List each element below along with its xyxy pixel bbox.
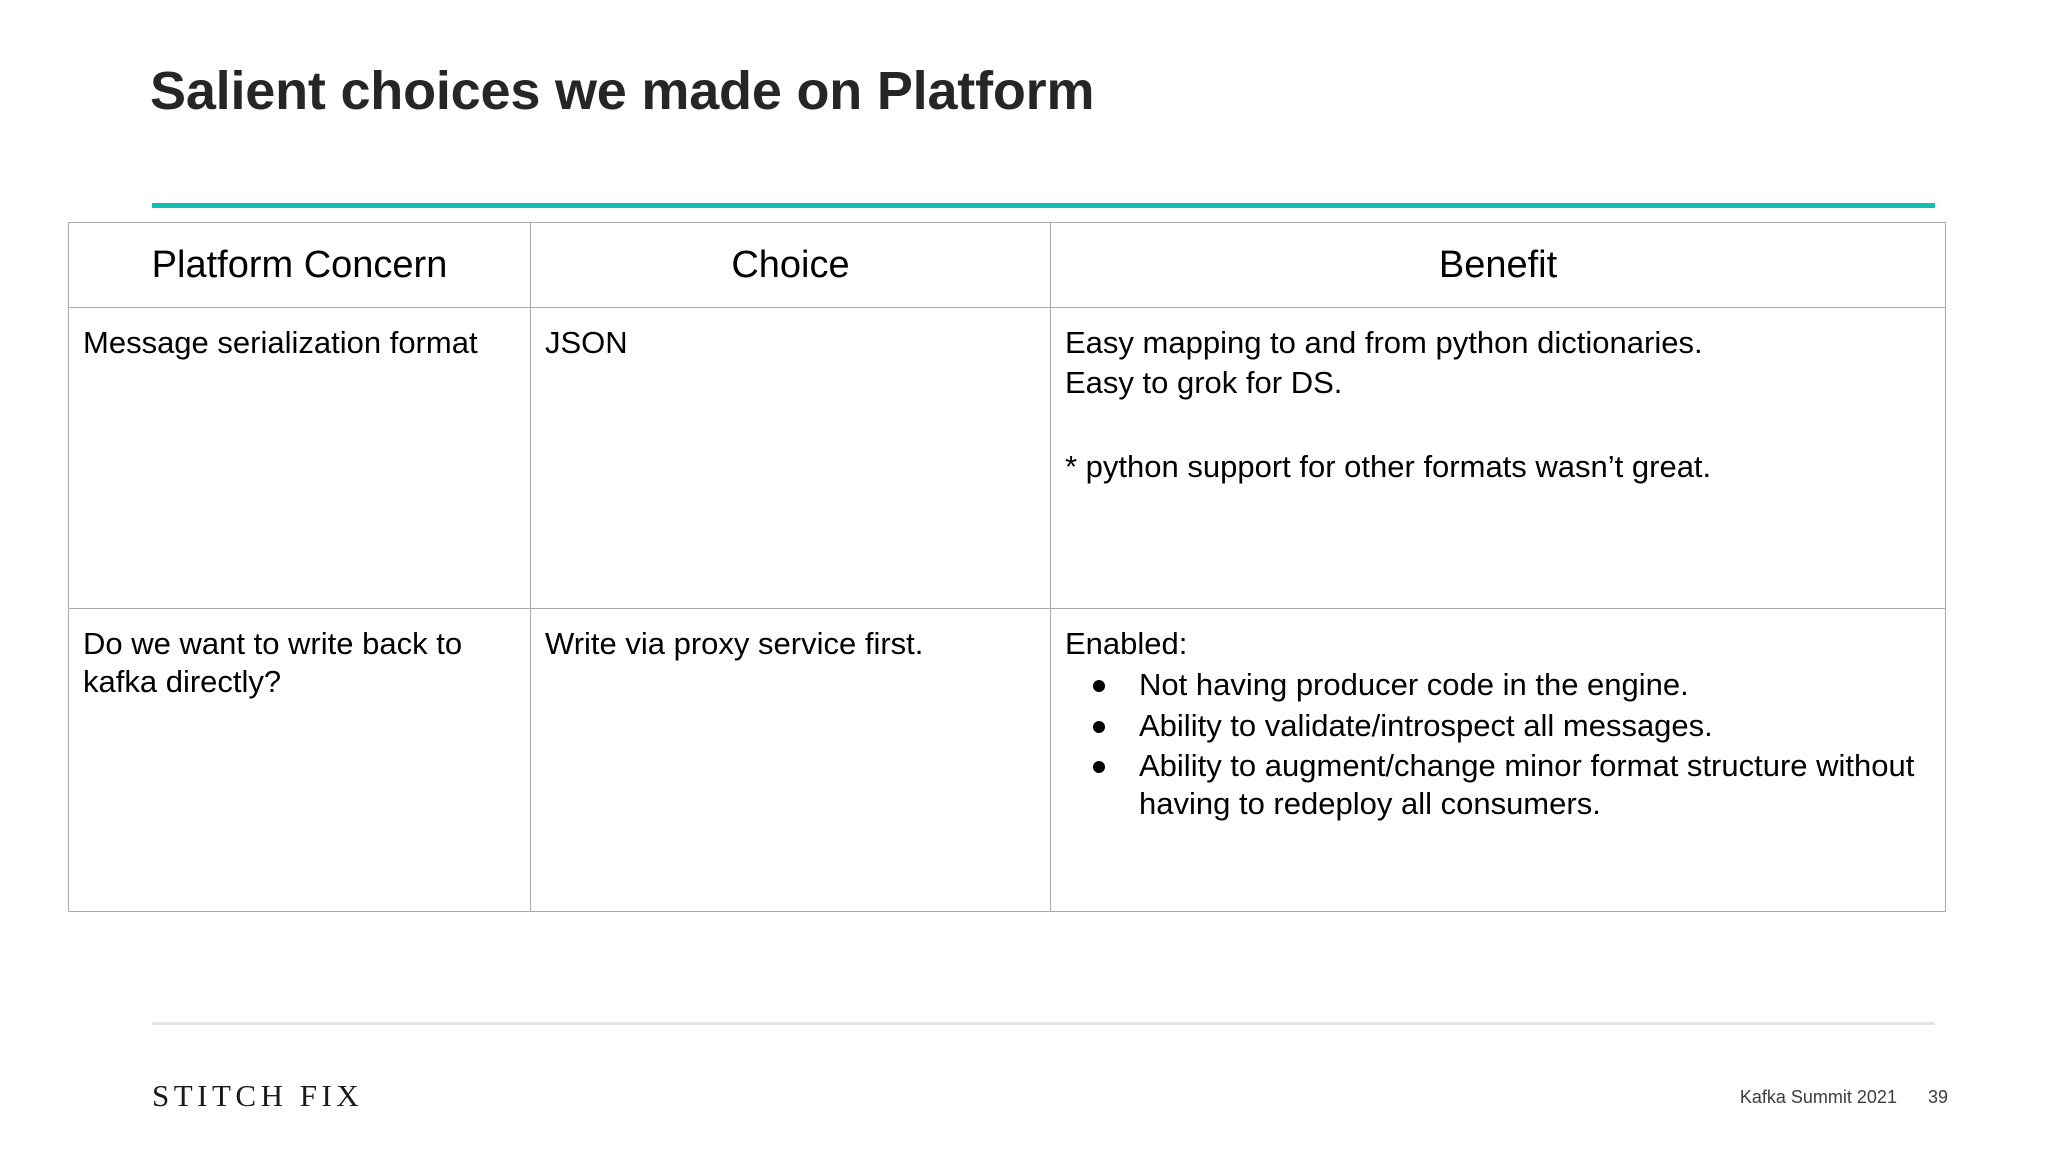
choices-table: Platform Concern Choice Benefit Message …: [68, 222, 1946, 912]
table-row: Message serialization format JSON Easy m…: [68, 307, 1946, 609]
choice-text: JSON: [545, 325, 628, 360]
column-header-platform-concern: Platform Concern: [68, 222, 531, 308]
bullet-dot-icon: [1093, 679, 1105, 692]
column-header-platform-concern-label: Platform Concern: [151, 244, 448, 286]
accent-rule: [152, 203, 1935, 208]
choice-text: Write via proxy service first.: [545, 626, 924, 661]
column-header-choice-label: Choice: [731, 244, 850, 286]
list-item-label: Not having producer code in the engine.: [1139, 666, 1689, 702]
list-item-label: Ability to validate/introspect all messa…: [1139, 707, 1713, 743]
content-table-wrapper: Platform Concern Choice Benefit Message …: [68, 222, 1946, 912]
cell-choice: Write via proxy service first.: [530, 608, 1051, 912]
cell-choice: JSON: [530, 307, 1051, 609]
footer-divider: [152, 1022, 1935, 1025]
table-body: Message serialization format JSON Easy m…: [68, 307, 1946, 912]
table-header: Platform Concern Choice Benefit: [68, 222, 1946, 308]
cell-concern: Message serialization format: [68, 307, 531, 609]
list-item: Ability to augment/change minor format s…: [1083, 747, 1931, 823]
bullet-dot-icon: [1093, 761, 1105, 774]
column-header-choice: Choice: [530, 222, 1051, 308]
benefit-footnote: * python support for other formats wasn’…: [1065, 448, 1712, 484]
benefit-bullet-list: Not having producer code in the engine. …: [1065, 666, 1931, 823]
concern-text: Message serialization format: [83, 325, 478, 360]
cell-benefit: Enabled: Not having producer code in the…: [1050, 608, 1946, 912]
footer-event-label: Kafka Summit 2021: [1739, 1087, 1897, 1107]
concern-text: Do we want to write back to kafka direct…: [83, 626, 463, 699]
list-item: Ability to validate/introspect all messa…: [1083, 707, 1931, 745]
table-header-row: Platform Concern Choice Benefit: [68, 222, 1946, 308]
benefit-spacer: [1065, 402, 1931, 448]
list-item-label: Ability to augment/change minor format s…: [1139, 748, 1915, 822]
page-title: Salient choices we made on Platform: [150, 61, 1095, 121]
cell-concern: Do we want to write back to kafka direct…: [68, 608, 531, 912]
benefit-line: Easy to grok for DS.: [1065, 364, 1343, 400]
cell-benefit: Easy mapping to and from python dictiona…: [1050, 307, 1946, 609]
benefit-line: Enabled:: [1065, 626, 1188, 661]
bullet-dot-icon: [1093, 720, 1105, 733]
footer-meta: Kafka Summit 2021 39: [1740, 1087, 1948, 1108]
benefit-line: Easy mapping to and from python dictiona…: [1065, 325, 1703, 360]
column-header-benefit: Benefit: [1050, 222, 1946, 308]
brand-logo: STITCH FIX: [152, 1078, 364, 1113]
column-header-benefit-label: Benefit: [1438, 244, 1558, 286]
table-row: Do we want to write back to kafka direct…: [68, 608, 1946, 912]
page-number: 39: [1927, 1087, 1948, 1107]
list-item: Not having producer code in the engine.: [1083, 666, 1931, 704]
